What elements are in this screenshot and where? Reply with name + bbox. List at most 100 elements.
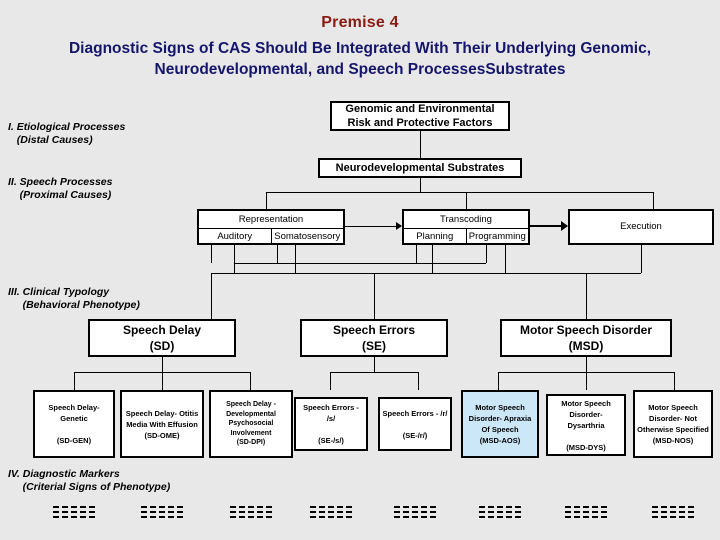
connector-msd-to-nos (674, 372, 675, 390)
connector-neuro-drop (420, 178, 421, 192)
box-representation[interactable]: Representation Auditory Somatosensory (197, 209, 345, 245)
connector-sd-to-dpi (250, 372, 251, 390)
connector-rep-drop-b (234, 245, 235, 273)
speech-errors-label: Speech Errors (SE) (302, 322, 446, 354)
speech-errors-line1: Speech Errors (332, 323, 416, 337)
msd-nos-label: Motor Speech Disorder- Not Otherwise Spe… (635, 402, 711, 446)
connector-genomic-to-neuro (420, 131, 421, 159)
representation-cell-somatosensory[interactable]: Somatosensory (270, 229, 344, 243)
box-speech-errors[interactable]: Speech Errors (SE) (300, 319, 448, 357)
connector-sd-drop (162, 357, 163, 372)
speech-delay-label: Speech Delay (SD) (90, 322, 234, 354)
sd-dpi-label: Speech Delay - Developmental Psychosocia… (211, 400, 291, 448)
box-sd-ome[interactable]: Speech Delay- Otitis Media With Effusion… (120, 390, 204, 458)
diagnostic-marker-group-sd-ome (141, 506, 183, 518)
box-msd-nos[interactable]: Motor Speech Disorder- Not Otherwise Spe… (633, 390, 713, 458)
caption-level-4: IV. Diagnostic Markers (Criterial Signs … (8, 468, 171, 493)
diagnostic-marker-group-se-r (394, 506, 436, 518)
box-msd-dys[interactable]: Motor Speech Disorder- Dysarthria (MSD-D… (546, 394, 626, 456)
diagnostic-marker-group-msd-dys (565, 506, 607, 518)
transcoding-cell-programming[interactable]: Programming (465, 229, 529, 243)
box-sd-dpi[interactable]: Speech Delay - Developmental Psychosocia… (209, 390, 293, 458)
se-s-label: Speech Errors - /s/ (SE-/s/) (296, 402, 366, 446)
connector-sd-to-ome (162, 372, 163, 390)
box-se-s[interactable]: Speech Errors - /s/ (SE-/s/) (294, 397, 368, 451)
sd-dpi-text: Speech Delay - Developmental Psychosocia… (226, 401, 276, 437)
caption-level-3: III. Clinical Typology (Behavioral Pheno… (8, 286, 140, 311)
sd-gen-code: (SD-GEN) (56, 436, 92, 445)
arrowhead-to-transcoding (396, 222, 402, 230)
connector-msd-to-aos (498, 372, 499, 390)
connector-se-drop (374, 357, 375, 372)
connector-rep-drop-d (295, 245, 296, 273)
transcoding-header: Transcoding (404, 211, 528, 229)
box-se-r[interactable]: Speech Errors - /r/ (SE-/r/) (378, 397, 452, 451)
sd-ome-text: Speech Delay- Otitis Media With Effusion (125, 408, 199, 429)
representation-header: Representation (199, 211, 343, 229)
connector-trans-drop-b (432, 245, 433, 273)
msd-aos-text: Motor Speech Disorder- Apraxia Of Speech (468, 403, 532, 434)
box-genomic-label: Genomic and Environmental Risk and Prote… (345, 103, 495, 129)
connector-msd-drop (586, 357, 587, 372)
caption-level-2: II. Speech Processes (Proximal Causes) (8, 176, 113, 201)
msd-line1: Motor Speech Disorder (519, 323, 653, 337)
connector-trans-drop-a (416, 245, 417, 263)
speech-delay-line1: Speech Delay (122, 323, 202, 337)
slide-title: Diagnostic Signs of CAS Should Be Integr… (68, 40, 651, 78)
sd-dpi-code: (SD-DPI) (236, 439, 266, 447)
sd-ome-label: Speech Delay- Otitis Media With Effusion… (122, 408, 202, 441)
box-msd-aos[interactable]: Motor Speech Disorder- Apraxia Of Speech… (461, 390, 539, 458)
diagnostic-marker-group-se-s (310, 506, 352, 518)
transcoding-cell-planning[interactable]: Planning (416, 230, 454, 242)
arrow-transcoding-to-execution (530, 225, 566, 227)
connector-neuro-to-execution (653, 192, 654, 210)
se-r-label: Speech Errors - /r/ (SE-/r/) (380, 408, 450, 441)
connector-se-to-s (330, 372, 331, 390)
connector-neuro-bus (266, 192, 654, 193)
diagnostic-marker-group-sd-gen (53, 506, 95, 518)
box-sd-gen[interactable]: Speech Delay- Genetic (SD-GEN) (33, 390, 115, 458)
connector-neuro-to-representation (266, 192, 267, 210)
connector-trans-drop-c (486, 245, 487, 263)
msd-dys-text: Motor Speech Disorder- Dysarthria (561, 398, 611, 430)
box-speech-delay[interactable]: Speech Delay (SD) (88, 319, 236, 357)
connector-se-to-r (418, 372, 419, 390)
sd-gen-text: Speech Delay- Genetic (48, 403, 100, 423)
caption-level-1: I. Etiological Processes (Distal Causes) (8, 121, 126, 146)
connector-se-bus (330, 372, 418, 373)
box-neuro-label: Neurodevelopmental Substrates (335, 162, 505, 174)
representation-cell-auditory[interactable]: Auditory (217, 230, 253, 242)
box-genomic-environmental-risk[interactable]: Genomic and Environmental Risk and Prote… (330, 101, 510, 131)
se-r-text: Speech Errors - /r/ (382, 408, 448, 418)
msd-label: Motor Speech Disorder (MSD) (502, 322, 670, 354)
connector-msd-to-dys (586, 372, 587, 390)
premise-label: Premise 4 (321, 14, 399, 31)
box-execution[interactable]: Execution (568, 209, 714, 245)
speech-delay-line2: (SD) (149, 339, 175, 353)
msd-aos-label: Motor Speech Disorder- Apraxia Of Speech… (463, 402, 537, 446)
connector-mid-bus-lower (211, 273, 641, 274)
se-s-text: Speech Errors - /s/ (303, 403, 359, 423)
box-neurodevelopmental-substrates[interactable]: Neurodevelopmental Substrates (318, 158, 522, 178)
connector-neuro-to-transcoding (466, 192, 467, 210)
speech-errors-line2: (SE) (362, 339, 386, 353)
sd-gen-label: Speech Delay- Genetic (SD-GEN) (35, 402, 113, 446)
diagnostic-marker-group-msd-nos (652, 506, 694, 518)
connector-to-speech-delay (211, 273, 212, 319)
diagnostic-marker-group-msd-aos (479, 506, 521, 518)
connector-to-speech-errors (374, 273, 375, 319)
diagnostic-marker-group-sd-dpi (230, 506, 272, 518)
box-motor-speech-disorder[interactable]: Motor Speech Disorder (MSD) (500, 319, 672, 357)
connector-trans-drop-d (505, 245, 506, 273)
msd-line2: (MSD) (568, 339, 604, 353)
connector-sd-to-gen (74, 372, 75, 390)
msd-dys-code: (MSD-DYS) (566, 442, 606, 452)
connector-to-msd (586, 273, 587, 319)
execution-label: Execution (620, 221, 662, 232)
arrow-representation-to-transcoding (345, 226, 398, 227)
msd-nos-code: (MSD-NOS) (652, 436, 694, 445)
msd-nos-text: Motor Speech Disorder- Not Otherwise Spe… (637, 403, 709, 434)
box-transcoding[interactable]: Transcoding Planning Programming (402, 209, 530, 245)
connector-rep-drop-c (277, 245, 278, 263)
